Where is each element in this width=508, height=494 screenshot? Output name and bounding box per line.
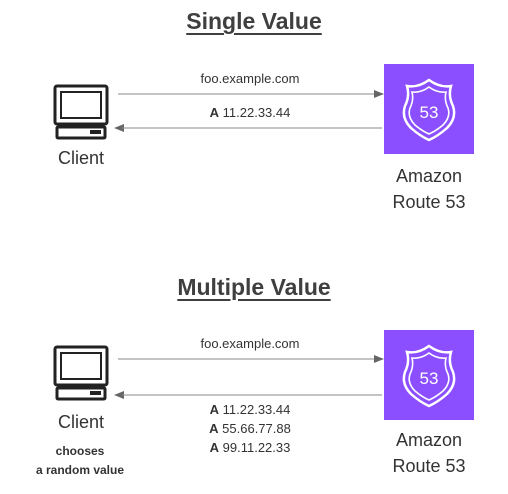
query-label: foo.example.com [200,336,300,351]
record-value: 11.22.33.44 [222,402,291,417]
client-label: Client [57,412,105,432]
multiple-value-title: Multiple Value [177,274,331,300]
route53-label-line2: Route 53 [392,192,466,212]
record-type: A [209,421,219,436]
client-label: Client [57,148,105,168]
answer-record: A 55.66.77.88 [190,421,310,436]
client-computer-icon [52,84,110,142]
record-type: A [209,105,220,120]
route53-number: 53 [420,103,439,122]
route53-icon: 53 [384,330,474,420]
answer-record: A 11.22.33.44 [190,402,310,417]
query-arrow [118,353,384,365]
answer-record: A 11.22.33.44 [190,105,310,120]
answer-record: A 99.11.22.33 [190,440,310,455]
answer-arrow [114,122,382,134]
route53-label-line1: Amazon [395,166,463,186]
record-type: A [209,402,220,417]
client-note-line1: chooses [55,444,105,458]
route53-label-line2: Route 53 [392,456,466,476]
answer-arrow [114,389,382,401]
route53-icon: 53 [384,64,474,154]
record-type: A [209,440,220,455]
record-value: 99.11.22.33 [222,440,291,455]
query-label: foo.example.com [200,71,300,86]
client-note-line2: a random value [35,463,125,477]
record-value: 11.22.33.44 [222,105,291,120]
record-value: 55.66.77.88 [222,421,291,436]
route53-number: 53 [420,369,439,388]
route53-label-line1: Amazon [395,430,463,450]
client-computer-icon [52,345,110,403]
single-value-title: Single Value [186,8,322,34]
query-arrow [118,88,384,100]
